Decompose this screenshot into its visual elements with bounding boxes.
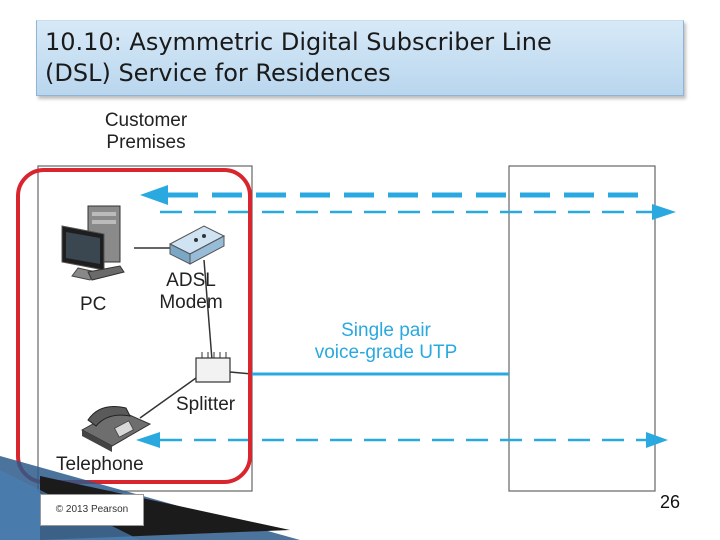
utp-label: Single pair voice-grade UTP [314, 320, 458, 363]
highlight-outline [16, 168, 252, 484]
pc-icon [61, 205, 125, 281]
splitter-icon [195, 352, 231, 383]
slide-title: 10.10: Asymmetric Digital Subscriber Lin… [45, 28, 552, 87]
telephone-company-box [508, 165, 656, 492]
splitter-phone-wire [139, 377, 197, 419]
customer-premises-label: Customer Premises [104, 110, 188, 153]
pc-label: PC [80, 294, 107, 315]
upstream-arrow [160, 204, 676, 220]
telephone-icon [80, 406, 152, 452]
telephone-label: Telephone [56, 454, 144, 475]
title-box: 10.10: Asymmetric Digital Subscriber Lin… [36, 20, 684, 96]
voice-arrow [136, 432, 668, 448]
adsl-modem-icon [168, 225, 226, 265]
page-number: 26 [660, 492, 681, 512]
splitter-label: Splitter [176, 394, 236, 415]
copyright-notice: © 2013 Pearson [40, 494, 144, 526]
modem-label: ADSL Modem [159, 270, 223, 313]
modem-splitter-wire [203, 259, 213, 361]
downstream-arrow [140, 185, 648, 205]
